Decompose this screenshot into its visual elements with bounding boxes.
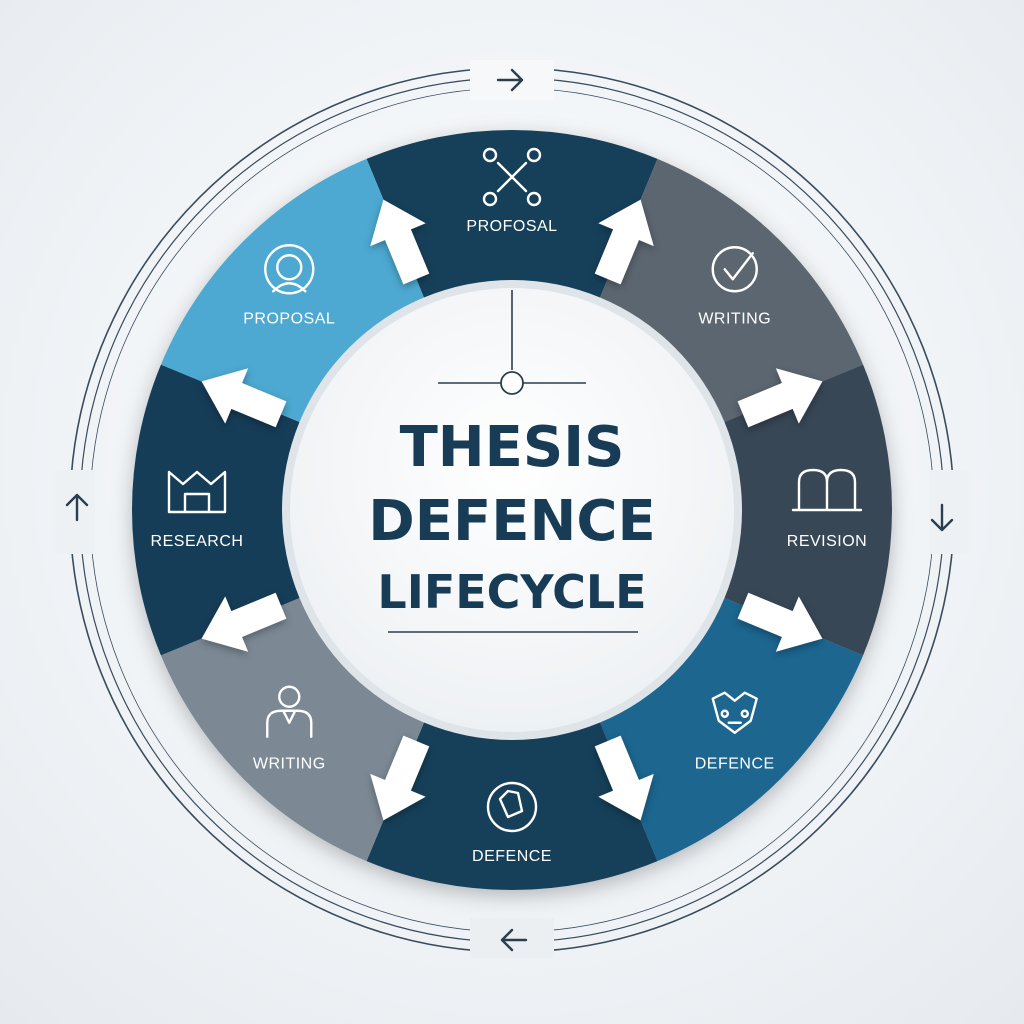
segment-arrow-5 [594,735,654,821]
arrow-right-icon [496,68,524,92]
segment-label-4: DEFENCE [695,756,775,773]
person-icon [266,685,313,738]
segment-arrows [201,199,823,821]
segment-1 [366,130,658,326]
scissors-icon [482,147,542,207]
mask-icon [711,691,758,734]
segment-arrow-6 [370,735,430,821]
segment-arrow-8 [201,368,287,428]
segment-label-1: PROFOSAL [466,218,557,235]
title-line-1: THESIS [400,415,625,480]
segment-arrow-4 [737,592,823,652]
segment-arrow-7 [201,592,287,652]
center-circle [290,288,734,732]
segment-arrow-3 [737,368,823,428]
arrow-down-icon [930,503,954,532]
book-icon [791,468,863,512]
segment-label-6: WRITING [253,756,326,773]
segment-7 [132,364,328,656]
segment-label-2: WRITING [698,310,771,327]
segment-arrow-2 [594,199,654,285]
title-line-3: LIFECYCLE [377,565,646,619]
segment-label-5: DEFENCE [472,848,552,865]
segment-label-7: RESEARCH [151,533,244,550]
center-knob [500,371,524,395]
building-icon [167,470,227,514]
title-line-2: DEFENCE [368,489,655,554]
segment-label-3: REVISION [787,533,867,550]
ring-arrows [65,68,954,952]
segment-arrow-1 [370,199,430,285]
arrow-up-icon [65,493,89,522]
arrow-left-icon [500,928,528,952]
segment-label-8: PROPOSAL [243,310,335,327]
clock-icon [486,781,538,833]
center-hub: THESIS DEFENCE LIFECYCLE [282,280,742,740]
check-circle-icon [711,246,758,293]
face-icon [264,244,315,295]
